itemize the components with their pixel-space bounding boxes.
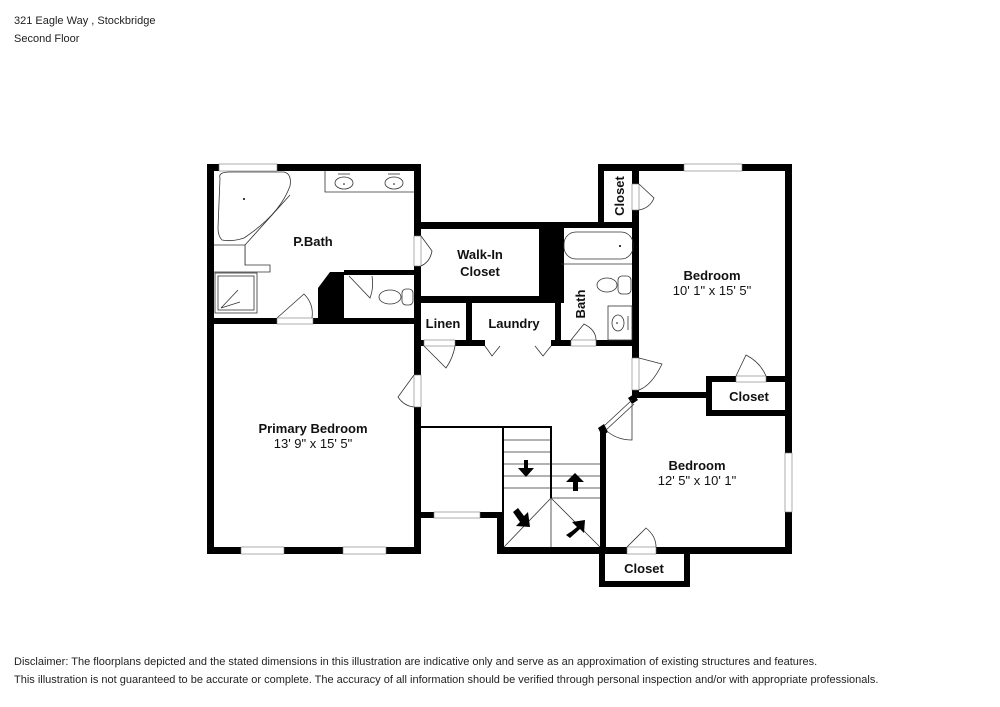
- room-dims-bedroom-1: 10' 1" x 15' 5": [673, 283, 752, 298]
- room-label-primary-bedroom: Primary Bedroom: [258, 421, 367, 436]
- walls: [207, 164, 792, 587]
- room-label-bedroom-2: Bedroom: [668, 458, 725, 473]
- staircase: [503, 439, 601, 548]
- room-dims-bedroom-2: 12' 5" x 10' 1": [658, 473, 737, 488]
- room-label-closet-bottom: Closet: [624, 561, 664, 576]
- stair-arrow-down-icon: [518, 460, 534, 477]
- disclaimer-line-2: This illustration is not guaranteed to b…: [14, 674, 879, 686]
- stair-arrow-diag-icon: [566, 520, 585, 538]
- room-label-closet-top: Closet: [612, 175, 627, 215]
- room-label-walkin-line2: Closet: [460, 264, 500, 279]
- stair-arrow-up-icon: [566, 473, 584, 491]
- room-dims-primary-bedroom: 13' 9" x 15' 5": [274, 436, 353, 451]
- room-label-laundry: Laundry: [488, 316, 540, 331]
- windows: [218, 163, 793, 555]
- disclaimer-line-1: Disclaimer: The floorplans depicted and …: [14, 656, 818, 668]
- stair-arrow-diag-icon: [513, 508, 530, 527]
- hall-fixtures: [397, 183, 767, 555]
- room-label-bath: Bath: [573, 289, 588, 318]
- room-label-pbath: P.Bath: [293, 234, 333, 249]
- room-label-closet-right: Closet: [729, 389, 769, 404]
- floor-label: Second Floor: [14, 33, 80, 45]
- room-label-bedroom-1: Bedroom: [683, 268, 740, 283]
- address-title: 321 Eagle Way , Stockbridge: [14, 15, 156, 27]
- room-label-walkin-line1: Walk-In: [457, 247, 503, 262]
- room-label-linen: Linen: [426, 316, 461, 331]
- pbath-fixtures: [214, 171, 433, 325]
